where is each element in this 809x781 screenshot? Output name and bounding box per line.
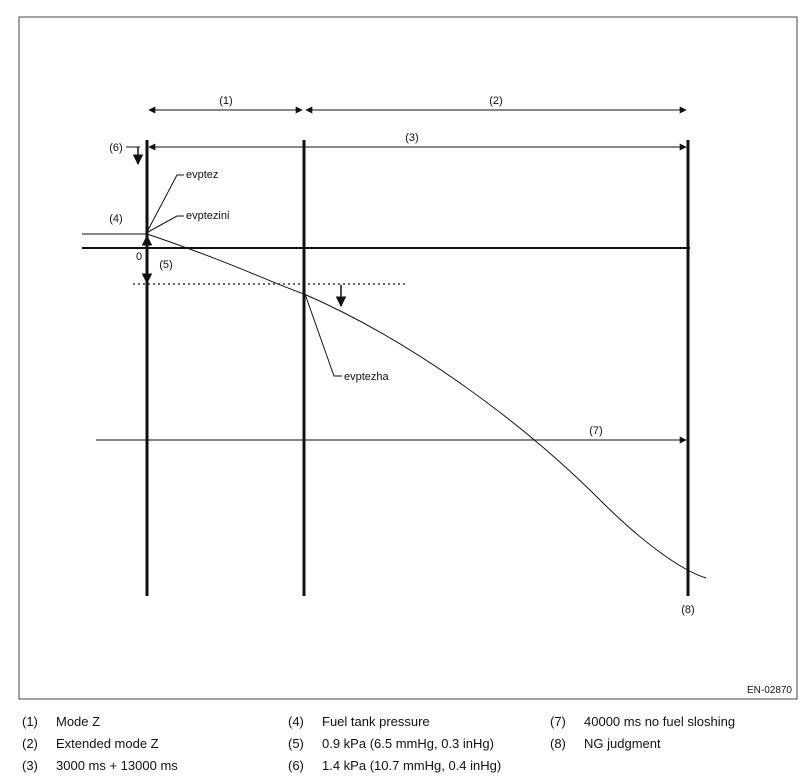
callout-6: (6)	[109, 142, 122, 154]
legend-num: (3)	[22, 758, 38, 773]
legend-text: Mode Z	[56, 714, 101, 729]
legend-num: (4)	[288, 714, 304, 729]
legend-item-8: (8) NG judgment	[550, 736, 661, 752]
legend-num: (2)	[22, 736, 38, 751]
legend-num: (1)	[22, 714, 38, 729]
label-evptezha: evptezha	[344, 371, 390, 383]
legend-item-2: (2) Extended mode Z	[22, 736, 159, 752]
legend-text: Extended mode Z	[56, 736, 159, 751]
legend-item-5: (5) 0.9 kPa (6.5 mmHg, 0.3 inHg)	[288, 736, 494, 752]
legend-text: NG judgment	[584, 736, 661, 751]
legend-num: (5)	[288, 736, 304, 751]
legend-item-3: (3) 3000 ms + 13000 ms	[22, 758, 178, 774]
legend-text: Fuel tank pressure	[322, 714, 430, 729]
callout-4: (4)	[109, 213, 122, 225]
legend-num: (8)	[550, 736, 566, 751]
legend-num: (6)	[288, 758, 304, 773]
legend-text: 0.9 kPa (6.5 mmHg, 0.3 inHg)	[322, 736, 494, 751]
legend-item-6: (6) 1.4 kPa (10.7 mmHg, 0.4 inHg)	[288, 758, 501, 774]
legend-item-1: (1) Mode Z	[22, 714, 100, 730]
leader-evptezini	[147, 215, 184, 233]
zero-label: 0	[136, 251, 142, 263]
callout-7: (7)	[589, 425, 602, 437]
legend-num: (7)	[550, 714, 566, 729]
diagram-frame	[18, 16, 798, 700]
label-evptezini: evptezini	[186, 210, 229, 222]
pressure-curve	[146, 233, 707, 579]
leader-evptez	[147, 174, 184, 231]
legend-item-7: (7) 40000 ms no fuel sloshing	[550, 714, 735, 730]
legend-text: 1.4 kPa (10.7 mmHg, 0.4 inHg)	[322, 758, 502, 773]
callout-8: (8)	[681, 604, 694, 616]
callout-2: (2)	[489, 95, 502, 107]
callout-3: (3)	[405, 132, 418, 144]
legend-text: 3000 ms + 13000 ms	[56, 758, 178, 773]
legend-item-4: (4) Fuel tank pressure	[288, 714, 430, 730]
figure-id: EN-02870	[747, 685, 792, 696]
legend-text: 40000 ms no fuel sloshing	[584, 714, 736, 729]
leader-evptezha	[304, 293, 342, 377]
callout-5: (5)	[159, 259, 172, 271]
callout-1: (1)	[219, 95, 232, 107]
label-evptez: evptez	[186, 169, 218, 181]
